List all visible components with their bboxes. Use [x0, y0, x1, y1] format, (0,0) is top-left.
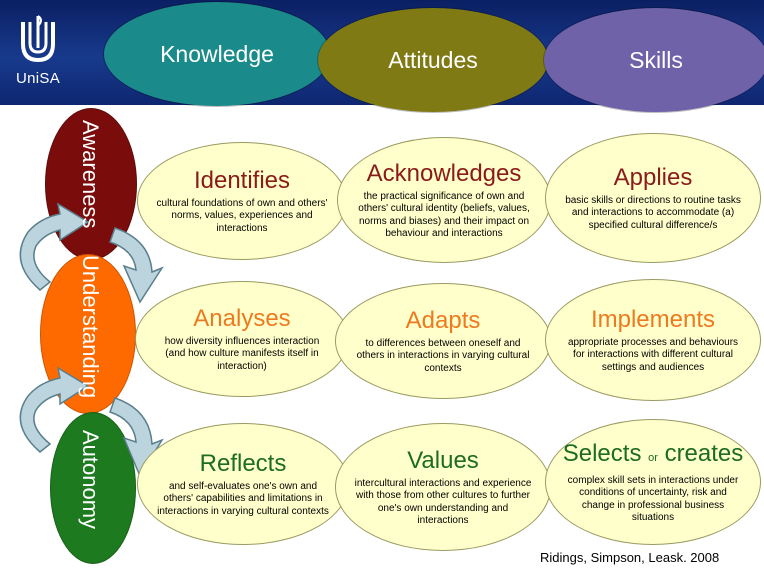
implements-oval: Implements appropriate processes and beh…	[546, 280, 760, 400]
reflects-text: and self-evaluates one's own and others'…	[157, 480, 329, 517]
header-banner: UniSA Knowledge Attitudes Skills	[0, 0, 764, 112]
awareness-label: Awareness	[78, 120, 103, 229]
values-oval: Values intercultural interactions and ex…	[336, 424, 550, 550]
analyses-oval: Analyses how diversity influences intera…	[136, 282, 348, 396]
acknowledges-text: the practical significance of own and ot…	[358, 190, 530, 240]
reflects-title: Reflects	[199, 449, 287, 477]
applies-text: basic skills or directions to routine ta…	[565, 194, 741, 231]
understanding-label: Understanding	[78, 255, 103, 399]
creates-word: creates	[664, 439, 744, 467]
skills-oval: Skills	[544, 8, 764, 112]
or-word: or	[648, 451, 658, 464]
attitudes-oval: Attitudes	[318, 8, 548, 112]
values-text: intercultural interactions and experienc…	[354, 477, 532, 527]
acknowledges-title: Acknowledges	[366, 159, 522, 187]
reflects-oval: Reflects and self-evaluates one's own an…	[138, 424, 348, 544]
adapts-text: to differences between oneself and other…	[356, 337, 530, 374]
citation: Ridings, Simpson, Leask. 2008	[540, 550, 720, 565]
knowledge-oval: Knowledge	[104, 2, 330, 106]
identifies-title: Identifies	[193, 166, 291, 194]
implements-text: appropriate processes and behaviours for…	[567, 336, 739, 373]
identifies-oval: Identifies cultural foundations of own a…	[138, 143, 346, 259]
adapts-title: Adapts	[405, 306, 481, 334]
applies-oval: Applies basic skills or directions to ro…	[546, 134, 760, 262]
acknowledges-oval: Acknowledges the practical significance …	[338, 138, 550, 262]
applies-title: Applies	[613, 163, 693, 191]
selects-creates-text: complex skill sets in interactions under…	[567, 474, 739, 524]
knowledge-label: Knowledge	[160, 40, 274, 67]
unisa-logo: UniSA	[10, 14, 66, 94]
skills-label: Skills	[629, 46, 683, 73]
implements-title: Implements	[590, 305, 716, 333]
selects-creates-title: Selects or creates	[563, 440, 744, 472]
unisa-logo-icon	[21, 15, 55, 63]
autonomy-label: Autonomy	[78, 430, 103, 530]
identifies-text: cultural foundations of own and others' …	[156, 197, 328, 234]
logo-wordmark: UniSA	[15, 70, 61, 87]
attitudes-label: Attitudes	[388, 46, 478, 73]
analyses-title: Analyses	[193, 304, 291, 332]
values-title: Values	[407, 446, 479, 474]
analyses-text: how diversity influences interaction (an…	[164, 335, 320, 372]
adapts-oval: Adapts to differences between oneself an…	[336, 284, 550, 398]
selects-word: Selects	[562, 439, 642, 467]
selects-creates-oval: Selects or creates complex skill sets in…	[546, 420, 760, 544]
